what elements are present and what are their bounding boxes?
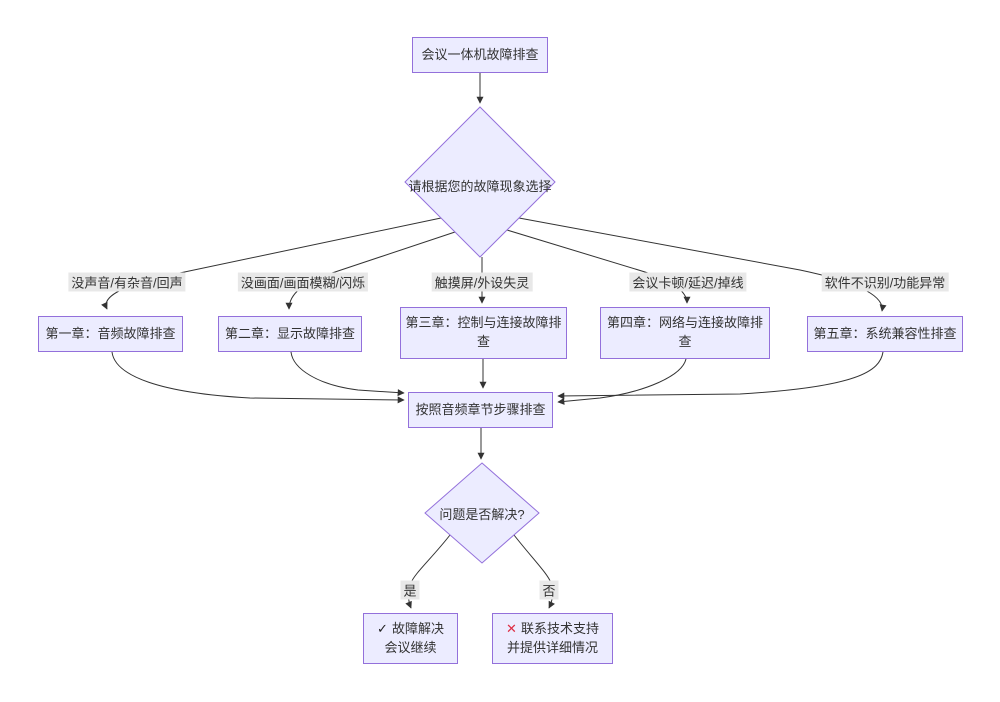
edge-label-software: 软件不识别/功能异常 [821,272,949,292]
node-chapter3: 第三章：控制与连接故障排 查 [400,307,567,359]
edge-decision-to-ch2 [285,231,456,310]
contact-label-line2: 并提供详细情况 [506,639,598,655]
decision-solved-diamond [424,462,540,564]
decision-solved-label: 问题是否解决? [439,506,525,522]
edge-label-yes: 是 [400,580,420,600]
decision-symptom-diamond [404,106,556,258]
node-chapter2: 第二章：显示故障排查 [218,316,362,352]
edge-decision-to-ch4 [506,229,691,304]
decision-symptom-label: 请根据您的故障现象选择 [408,178,552,194]
node-start: 会议一体机故障排查 [412,37,548,73]
edge-ch5-to-follow [557,351,884,400]
node-follow-steps: 按照音频章节步骤排查 [408,392,553,428]
chapter5-label: 第五章：系统兼容性排查 [813,325,957,341]
resolved-label-line2: 会议继续 [384,639,437,655]
edge-decision-to-ch5 [518,217,887,312]
edge-label-touch: 触摸屏/外设失灵 [431,272,533,292]
node-resolved: ✓故障解决 会议继续 [363,613,458,664]
node-contact-support: ✕联系技术支持 并提供详细情况 [492,613,613,664]
check-icon: ✓ [377,620,388,636]
edge-label-network: 会议卡顿/延迟/掉线 [629,272,747,292]
chapter1-label: 第一章：音频故障排查 [45,325,176,341]
edge-ch1-to-follow [111,351,405,404]
chapter3-label-line1: 第三章：控制与连接故障排 [405,315,562,331]
node-chapter5: 第五章：系统兼容性排查 [807,316,963,352]
follow-steps-label: 按照音频章节步骤排查 [415,401,546,417]
chapter2-label: 第二章：显示故障排查 [224,325,355,341]
edge-ch4-to-follow [557,358,687,405]
node-chapter4: 第四章：网络与连接故障排 查 [600,307,770,359]
node-chapter1: 第一章：音频故障排查 [38,316,183,352]
x-icon: ✕ [506,620,517,636]
edge-decision-to-ch1 [101,217,442,310]
resolved-label-line1: 故障解决 [391,620,444,636]
chapter3-label-line2: 查 [476,334,490,349]
edge-ch2-to-follow [290,351,405,397]
edge-label-audio: 没声音/有杂音/回声 [68,272,186,292]
resolved-line1: ✓故障解决 [377,620,444,639]
contact-line1: ✕联系技术支持 [506,620,599,639]
contact-label-line1: 联系技术支持 [520,620,599,636]
edge-label-no: 否 [539,580,559,600]
node-decision-solved: 问题是否解决? [422,500,542,526]
node-decision-symptom: 请根据您的故障现象选择 [400,172,560,198]
chapter4-label-line1: 第四章：网络与连接故障排 [606,315,763,331]
chapter4-label-line2: 查 [678,334,692,349]
node-start-label: 会议一体机故障排查 [421,46,539,62]
edge-label-display: 没画面/画面模糊/闪烁 [237,272,369,292]
